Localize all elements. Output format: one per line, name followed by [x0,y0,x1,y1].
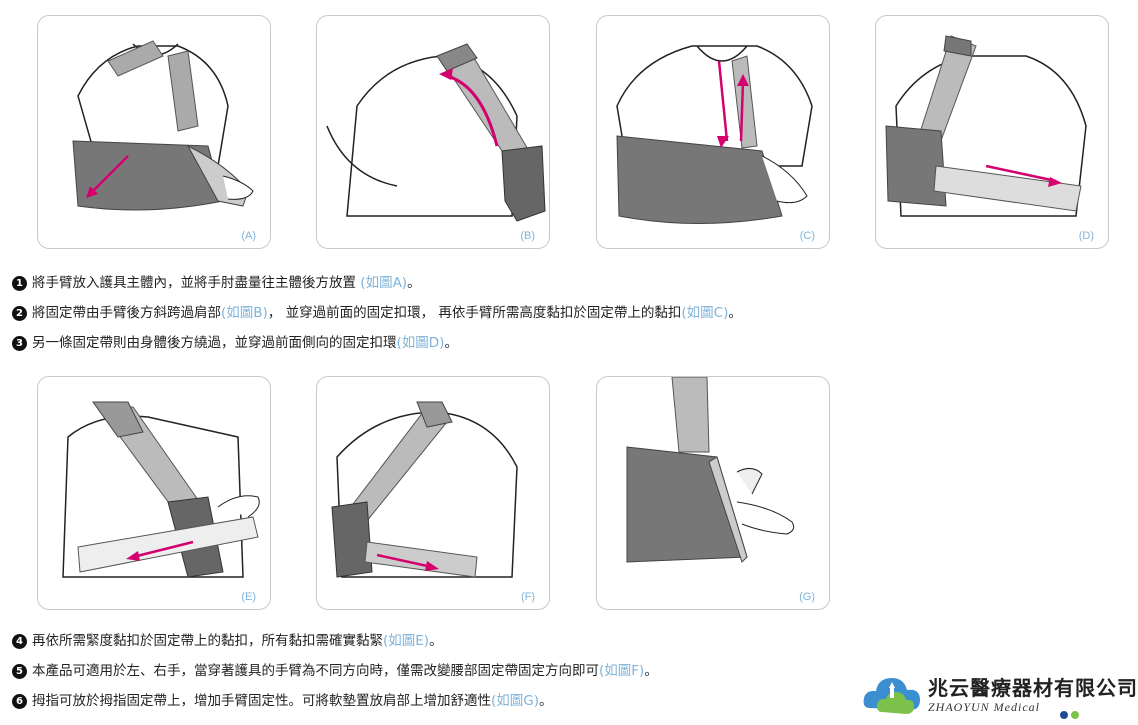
step-number: 6 [12,694,27,709]
figure-g-illustration [626,377,795,563]
step-text: 另一條固定帶則由身體後方繞過，並穿過前面側向的固定扣環 [32,335,397,351]
panel-label: (F) [520,591,535,603]
panel-label: (D) [1078,230,1094,242]
step-1: 1 將手臂放入護具主體內，並將手肘盡量往主體後方放置 (如圖A)。 [12,274,421,292]
company-logo: 兆云醫療器材有限公司 ZHAOYUN Medical [862,668,1137,723]
figure-reference: (如圖B) [221,305,268,321]
step-text-continued: ， 並穿過前面的固定扣環， 再依手臂所需高度黏扣於固定帶上的黏扣 [267,305,682,321]
step-text: 拇指可放於拇指固定帶上，增加手臂固定性。可將軟墊置放肩部上增加舒適性 [32,693,491,709]
cloud-logo-icon [863,678,920,714]
step-tail: 。 [444,335,458,351]
step-tail: 。 [407,275,421,291]
figure-panel-a: (A) [37,15,271,249]
figure-reference: (如圖F) [599,663,645,679]
step-5: 5 本產品可適用於左、右手，當穿著護具的手臂為不同方向時，僅需改變腰部固定帶固定方… [12,662,658,680]
step-number: 3 [12,336,27,351]
figure-panel-c: (C) [596,15,830,249]
step-text: 再依所需緊度黏扣於固定帶上的黏扣，所有黏扣需確實黏緊 [32,633,383,649]
step-number: 5 [12,664,27,679]
step-text: 將固定帶由手臂後方斜跨過肩部 [32,305,221,321]
panel-label: (G) [799,591,815,603]
figure-c-illustration [616,45,813,224]
logo-dots [1060,704,1082,723]
figure-panel-b: (B) [316,15,550,249]
figure-reference: (如圖G) [491,693,539,709]
step-tail: 。 [644,663,658,679]
dot-icon [1071,711,1079,719]
figure-reference: (如圖D) [396,335,445,351]
step-2: 2 將固定帶由手臂後方斜跨過肩部(如圖B)， 並穿過前面的固定扣環， 再依手臂所需… [12,304,742,322]
figure-panel-g: (G) [596,376,830,610]
figure-e-illustration [62,401,260,578]
step-4: 4 再依所需緊度黏扣於固定帶上的黏扣，所有黏扣需確實黏緊(如圖E)。 [12,632,443,650]
step-3: 3 另一條固定帶則由身體後方繞過，並穿過前面側向的固定扣環(如圖D)。 [12,334,458,352]
panel-label: (C) [799,230,815,242]
company-name-english: ZHAOYUN Medical [928,700,1040,714]
panel-label: (E) [241,591,256,603]
figure-panel-e: (E) [37,376,271,610]
step-text: 本產品可適用於左、右手，當穿著護具的手臂為不同方向時，僅需改變腰部固定帶固定方向… [32,663,599,679]
figure-panel-f: (F) [316,376,550,610]
figure-f-illustration [331,401,518,578]
panel-label: (B) [520,230,535,242]
figure-panel-d: (D) [875,15,1109,249]
figure-reference: (如圖C) [681,305,729,321]
step-number: 1 [12,276,27,291]
step-tail: 。 [728,305,742,321]
figure-b-illustration [326,43,546,222]
step-tail: 。 [539,693,553,709]
figure-a-illustration [72,40,254,211]
step-number: 4 [12,634,27,649]
dot-icon [1060,711,1068,719]
figure-reference: (如圖E) [383,633,430,649]
step-6: 6 拇指可放於拇指固定帶上，增加手臂固定性。可將軟墊置放肩部上增加舒適性(如圖G)… [12,692,553,710]
step-tail: 。 [429,633,443,649]
step-number: 2 [12,306,27,321]
company-name: 兆云醫療器材有限公司 [928,676,1138,700]
panel-label: (A) [241,230,256,242]
step-text: 將手臂放入護具主體內，並將手肘盡量往主體後方放置 [32,275,361,291]
figure-reference: (如圖A) [360,275,408,291]
figure-d-illustration [885,35,1087,217]
